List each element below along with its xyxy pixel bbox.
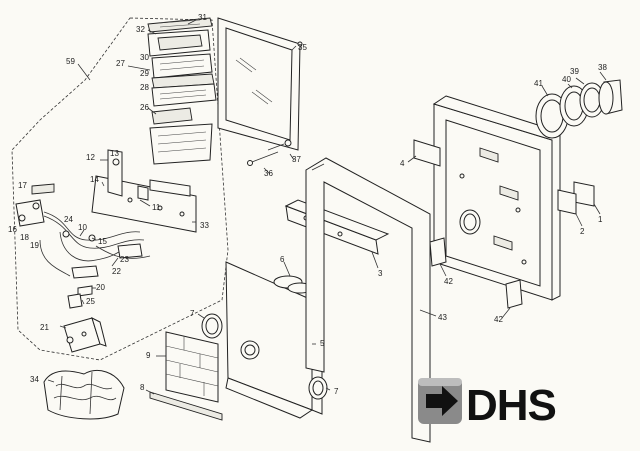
- log-grate-26: [149, 107, 213, 165]
- vent-collar-38: [598, 79, 623, 115]
- bracket-42-lower: [505, 279, 523, 309]
- top-bracket-3: [284, 199, 390, 255]
- label-9: 9: [146, 351, 151, 360]
- label-33: 33: [200, 221, 209, 230]
- brick-panel-9: [165, 331, 219, 403]
- label-21: 21: [40, 323, 49, 332]
- label-20: 20: [96, 283, 105, 292]
- label-37: 37: [292, 155, 301, 164]
- thermocouple-17: [31, 183, 55, 195]
- bracket-42-upper: [429, 237, 447, 267]
- label-5: 5: [320, 339, 325, 348]
- label-24: 24: [64, 215, 73, 224]
- cover-plate-1: [573, 181, 595, 207]
- label-32: 32: [136, 25, 145, 34]
- pilot-assembly-16: [15, 199, 45, 227]
- label-38: 38: [598, 63, 607, 72]
- label-39: 39: [570, 67, 579, 76]
- label-11: 11: [152, 203, 161, 212]
- label-7-right: 7: [334, 387, 339, 396]
- label-28: 28: [140, 83, 149, 92]
- gasket-7-right: [308, 376, 328, 400]
- burner-tray-31: [147, 17, 213, 33]
- label-23: 23: [120, 255, 129, 264]
- cover-plate-2: [557, 189, 577, 215]
- log-set-34: [43, 370, 125, 420]
- label-41: 41: [534, 79, 543, 88]
- fitting-20: [77, 285, 93, 297]
- label-2: 2: [580, 227, 585, 236]
- rear-housing: [432, 95, 561, 301]
- gasket-6: [273, 275, 313, 294]
- label-25: 25: [86, 297, 95, 306]
- label-40: 40: [562, 75, 571, 84]
- burner-tray-30: [151, 53, 213, 79]
- burner-assembly-boundary: [11, 17, 229, 361]
- gasket-7-left: [201, 313, 223, 339]
- label-13: 13: [110, 149, 119, 158]
- label-6: 6: [280, 255, 285, 264]
- burner-tray-28: [151, 83, 217, 107]
- label-30: 30: [140, 53, 149, 62]
- screw-36: [247, 151, 279, 166]
- label-18: 18: [20, 233, 29, 242]
- screw-37: [267, 139, 292, 151]
- label-1: 1: [598, 215, 603, 224]
- part-labels: 31 32 35 59 27 30 29 28 26 37 36 12 13 1…: [8, 13, 607, 396]
- label-31: 31: [198, 13, 207, 22]
- fitting-25: [67, 293, 83, 309]
- trim-strip-8: [149, 391, 223, 421]
- label-7-left: 7: [190, 309, 195, 318]
- label-27: 27: [116, 59, 125, 68]
- vent-ring-39: [579, 82, 605, 118]
- label-42-upper: 42: [444, 277, 453, 286]
- label-16: 16: [8, 225, 17, 234]
- label-26: 26: [140, 103, 149, 112]
- logo-arrow-icon: [418, 378, 462, 424]
- label-4: 4: [400, 159, 405, 168]
- leader-lines: [47, 19, 607, 395]
- burner-tray-32: [147, 29, 211, 57]
- surround-frame-43: [305, 157, 431, 443]
- label-10: 10: [78, 223, 87, 232]
- label-36: 36: [264, 169, 273, 178]
- label-19: 19: [30, 241, 39, 250]
- label-12: 12: [86, 153, 95, 162]
- label-8: 8: [140, 383, 145, 392]
- label-15: 15: [98, 237, 107, 246]
- label-17: 17: [18, 181, 27, 190]
- label-42-lower: 42: [494, 315, 503, 324]
- glass-door-frame-35: [217, 17, 303, 151]
- label-59: 59: [66, 57, 75, 66]
- label-22: 22: [112, 267, 121, 276]
- gas-valve-21: [63, 317, 107, 353]
- label-29: 29: [140, 69, 149, 78]
- label-35: 35: [298, 43, 307, 52]
- bracket-4: [413, 139, 441, 167]
- dhs-logo: DHS: [418, 378, 557, 430]
- logo-text: DHS: [466, 381, 556, 430]
- label-34: 34: [30, 375, 39, 384]
- valve-bracket-11: [91, 149, 197, 233]
- label-14: 14: [90, 175, 99, 184]
- label-3: 3: [378, 269, 383, 278]
- label-43: 43: [438, 313, 447, 322]
- gas-tubing: [39, 211, 151, 279]
